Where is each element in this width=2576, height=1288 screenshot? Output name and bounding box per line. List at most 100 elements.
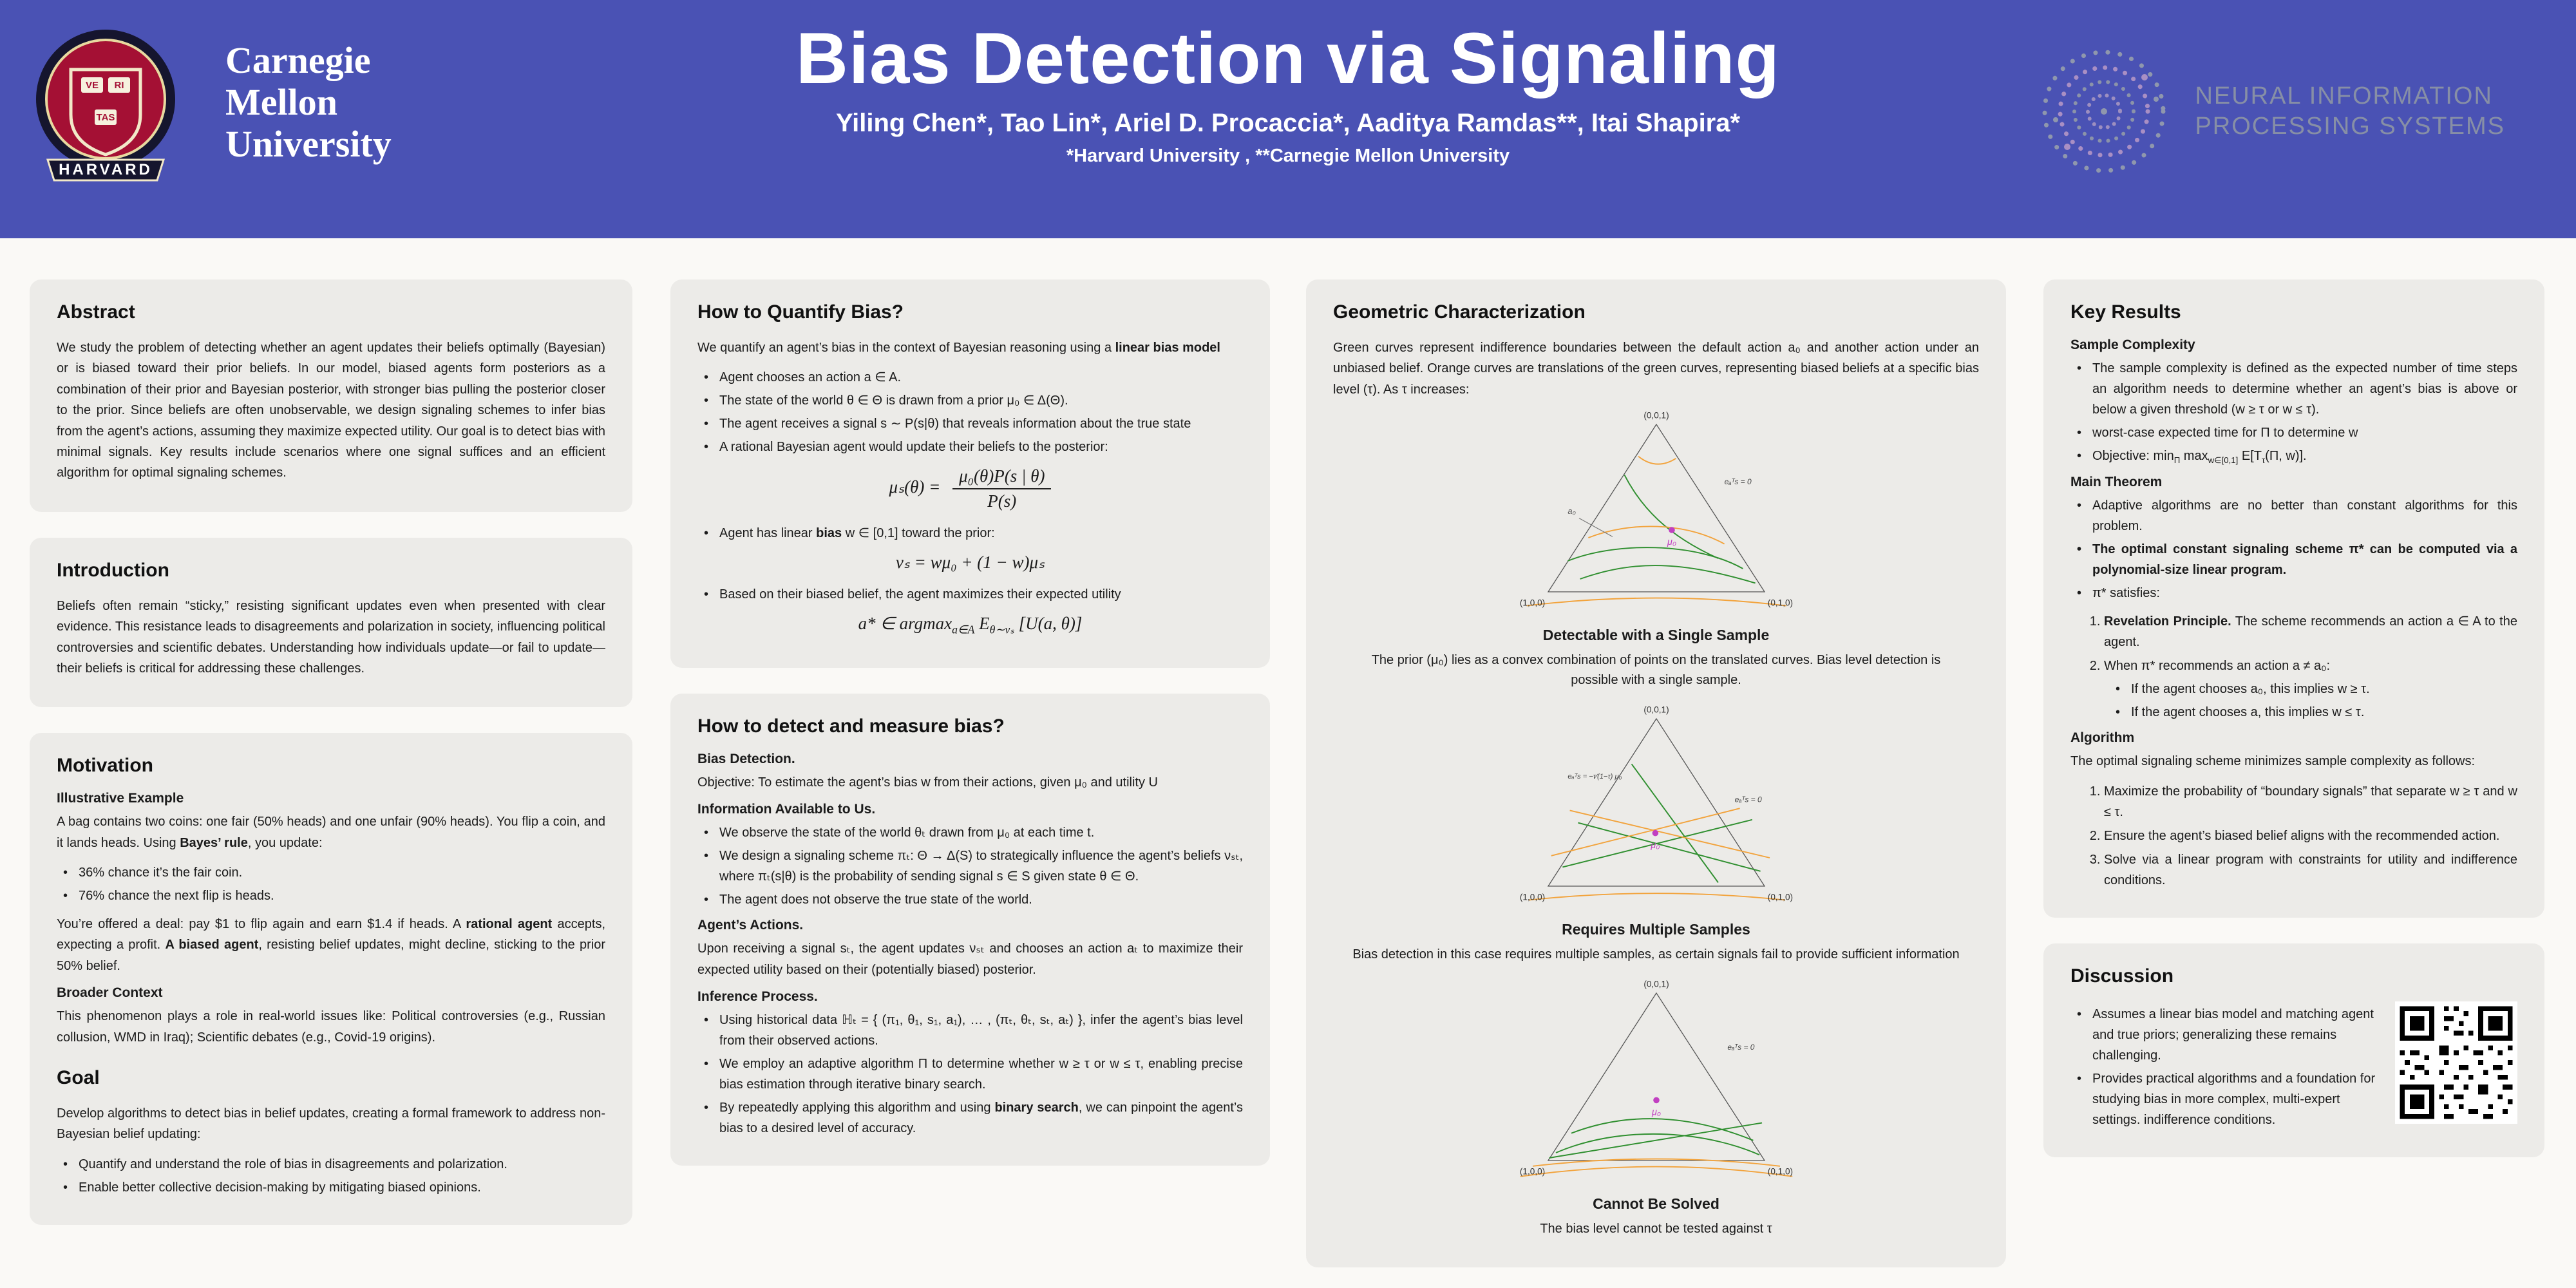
neurips-line-2: PROCESSING SYSTEMS (2195, 113, 2505, 140)
linear-bias-formula: νₛ = wμ₀ + (1 − w)μₛ (895, 553, 1045, 573)
harvard-motto-tas: TAS (97, 112, 115, 123)
bias-detection-heading: Bias Detection. (697, 751, 795, 766)
harvard-motto-ri: RI (115, 80, 124, 91)
header-banner: VE RI TAS HARVARD Carnegie Mellon Univer… (0, 0, 2576, 238)
introduction-title: Introduction (57, 559, 169, 581)
objective-s2: w∈[0,1] (2208, 455, 2239, 465)
list-item: Provides practical algorithms and a foun… (2070, 1068, 2378, 1130)
column-2: How to Quantify Bias? We quantify an age… (670, 279, 1270, 1166)
argmax-post: [U(a, θ)] (1014, 614, 1083, 634)
geometric-title: Geometric Characterization (1333, 301, 1586, 323)
list-item: The state of the world θ ∈ Θ is drawn fr… (697, 390, 1243, 411)
when-recommends-text: When π* recommends an action a ≠ a₀: (2104, 659, 2331, 674)
list-item: We employ an adaptive algorithm Π to det… (697, 1054, 1243, 1095)
list-item: Enable better collective decision-making… (57, 1177, 605, 1198)
key-results-title: Key Results (2070, 301, 2181, 323)
neurips-wordmark: NEURAL INFORMATION PROCESSING SYSTEMS (2195, 81, 2505, 142)
introduction-body: Beliefs often remain “sticky,” resisting… (57, 598, 605, 676)
implication-bullets: If the agent chooses a₀, this implies w … (2109, 679, 2517, 723)
title-block: Bias Detection via Signaling Yiling Chen… (0, 0, 2576, 167)
main-theorem-bullets: Adaptive algorithms are no better than c… (2070, 495, 2517, 603)
quantify-intro: We quantify an agent’s bias in the conte… (697, 341, 1220, 355)
argmax-pre: a* ∈ argmax (858, 614, 952, 634)
information-bullets: We observe the state of the world θₜ dra… (697, 822, 1243, 910)
discussion-text: Assumes a linear bias model and matching… (2070, 1001, 2378, 1138)
objective-p4: (Π, w)]. (2265, 449, 2307, 463)
vertex-label-top: (0,0,1) (1643, 980, 1669, 989)
formula-fraction: μ₀(θ)P(s | θ) P(s) (952, 466, 1052, 511)
column-4: Key Results Sample Complexity The sample… (2043, 279, 2544, 1157)
diagram-1-caption: Detectable with a Single Sample (1542, 627, 1770, 644)
formula-lhs: μₛ(θ) = (889, 477, 941, 497)
broader-context-heading: Broader Context (57, 985, 163, 1001)
geometric-intro: Green curves represent indifference boun… (1333, 341, 1979, 397)
motivation-paragraph-1: A bag contains two coins: one fair (50% … (57, 815, 605, 850)
list-item: Ensure the agent’s biased belief aligns … (2104, 826, 2517, 846)
fraction-denominator: P(s) (987, 491, 1017, 511)
vertex-label-left: (1,0,0) (1519, 598, 1544, 608)
list-item: The agent does not observe the true stat… (697, 889, 1243, 910)
prior-label: μ₀ (1651, 1108, 1661, 1118)
vertex-label-right: (0,1,0) (1767, 598, 1792, 608)
detect-bias-card: How to detect and measure bias? Bias Det… (670, 693, 1270, 1166)
vertex-label-top: (0,0,1) (1643, 411, 1669, 421)
list-item: By repeatedly applying this algorithm an… (697, 1097, 1243, 1139)
abstract-title: Abstract (57, 301, 135, 323)
vertex-label-left: (1,0,0) (1519, 1167, 1544, 1177)
abstract-card: Abstract We study the problem of detecti… (30, 279, 632, 512)
cmu-wordmark: Carnegie Mellon University (225, 39, 392, 166)
quantify-bullets: Agent chooses an action a ∈ A. The state… (697, 367, 1243, 457)
agents-actions-heading: Agent’s Actions. (697, 918, 804, 933)
argmax-sub2: θ∼νₛ (989, 623, 1014, 636)
motivation-title: Motivation (57, 755, 153, 777)
list-item: Solve via a linear program with constrai… (2104, 849, 2517, 891)
inference-bullets: Using historical data ℍₜ = { (π₁, θ₁, s₁… (697, 1010, 1243, 1139)
vertex-label-right: (0,1,0) (1767, 893, 1792, 902)
indifference-annotation: eₐᵀs = 0 (1724, 477, 1751, 486)
main-theorem-heading: Main Theorem (2070, 475, 2163, 490)
vertex-label-top: (0,0,1) (1643, 705, 1669, 715)
diagram-2-description: Bias detection in this case requires mul… (1352, 947, 1960, 962)
algorithm-steps: Maximize the probability of “boundary si… (2070, 781, 2517, 891)
prior-label: μ₀ (1667, 537, 1676, 547)
list-item: 76% chance the next flip is heads. (57, 886, 605, 906)
sample-complexity-heading: Sample Complexity (2070, 337, 2195, 352)
authors-line: Yiling Chen*, Tao Lin*, Ariel D. Procacc… (835, 109, 1741, 137)
objective-s3: τ (2261, 455, 2266, 465)
argmax-mid: E (974, 614, 990, 634)
diagram-3-description: The bias level cannot be tested against … (1540, 1222, 1772, 1236)
simplex-diagram-3: (0,0,1) (1,0,0) (0,1,0) μ₀ eₐᵀs = 0 Cann… (1333, 978, 1979, 1248)
indifference-annotation-left: eₐᵀs = −τ∕(1−τ) μ₀ (1567, 773, 1622, 781)
introduction-card: Introduction Beliefs often remain “stick… (30, 537, 632, 708)
list-item: π* satisfies: (2070, 583, 2517, 603)
neurips-dots-icon (2042, 50, 2166, 173)
list-item: If the agent chooses a, this implies w ≤… (2109, 702, 2517, 723)
objective-p1: Objective: min (2092, 449, 2174, 463)
utility-bullet-list: Based on their biased belief, the agent … (697, 584, 1243, 605)
vertex-label-right: (0,1,0) (1767, 1167, 1792, 1177)
diagram-3-caption: Cannot Be Solved (1593, 1195, 1719, 1213)
detect-title: How to detect and measure bias? (697, 715, 1005, 737)
harvard-name: HARVARD (59, 161, 153, 178)
key-results-card: Key Results Sample Complexity The sample… (2043, 279, 2544, 918)
simplex-diagram-2: (0,0,1) (1,0,0) (0,1,0) μ₀ eₐᵀs = −τ∕(1−… (1333, 703, 1979, 974)
harvard-motto-ve: VE (86, 80, 99, 91)
bias-bullet-list: Agent has linear bias w ∈ [0,1] toward t… (697, 523, 1243, 544)
list-item: Based on their biased belief, the agent … (697, 584, 1243, 605)
quantify-title: How to Quantify Bias? (697, 301, 904, 323)
agents-actions-body: Upon receiving a signal sₜ, the agent up… (697, 942, 1243, 977)
discussion-title: Discussion (2070, 965, 2174, 987)
list-item: We design a signaling scheme πₜ: Θ → Δ(S… (697, 846, 1243, 887)
list-item: 36% chance it’s the fair coin. (57, 862, 605, 883)
goal-paragraph: Develop algorithms to detect bias in bel… (57, 1106, 605, 1142)
list-item: Maximize the probability of “boundary si… (2104, 781, 2517, 822)
indifference-annotation: eₐᵀs = 0 (1727, 1043, 1754, 1052)
quantify-bias-card: How to Quantify Bias? We quantify an age… (670, 279, 1270, 668)
neurips-line-1: NEURAL INFORMATION (2195, 82, 2493, 109)
sample-complexity-bullets: The sample complexity is defined as the … (2070, 358, 2517, 467)
simplex-plot-3-icon: (0,0,1) (1,0,0) (0,1,0) μ₀ eₐᵀs = 0 (1519, 980, 1793, 1177)
inference-heading: Inference Process. (697, 989, 818, 1004)
list-item: The sample complexity is defined as the … (2070, 358, 2517, 420)
vertex-label-left: (1,0,0) (1519, 893, 1544, 902)
argmax-formula: a* ∈ argmaxa∈A Eθ∼νₛ [U(a, θ)] (697, 614, 1243, 636)
